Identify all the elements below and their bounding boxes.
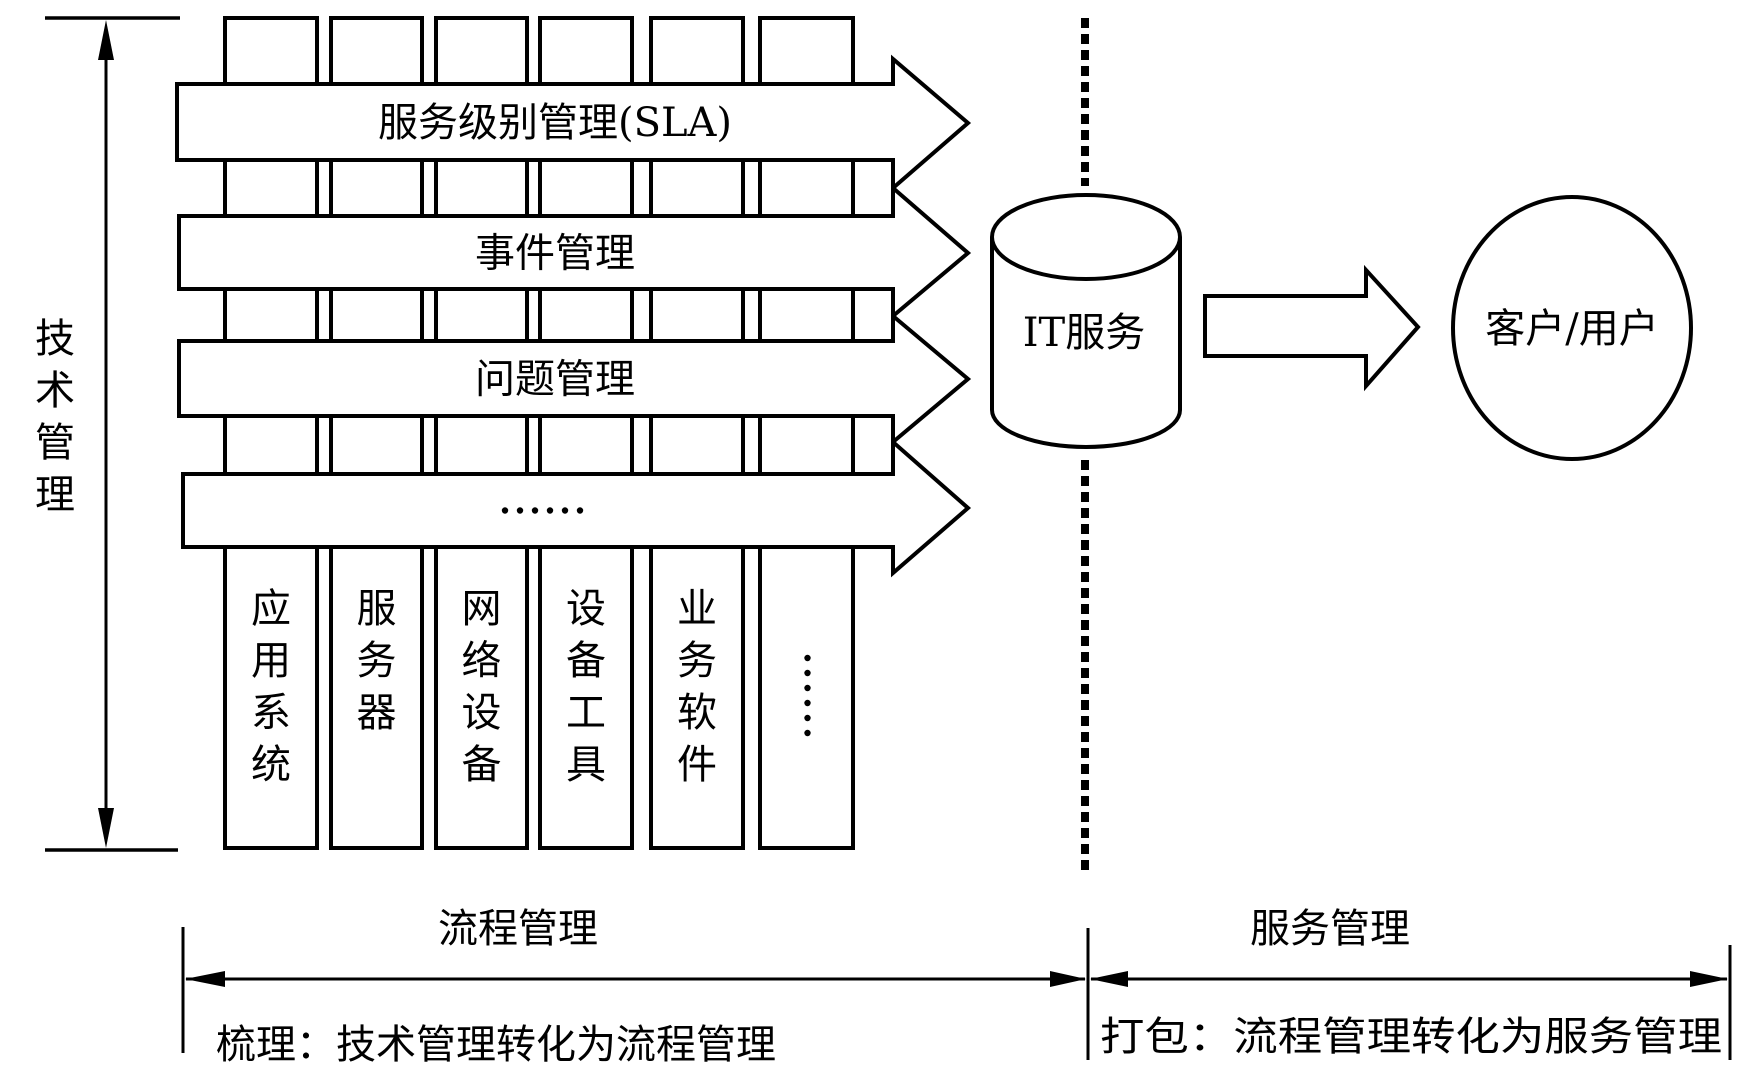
service-right-arrowhead	[1690, 971, 1728, 987]
customer-label: 客户/用户	[1485, 306, 1658, 352]
service-to-customer-arrow	[1203, 264, 1421, 392]
process-management-caption: 梳理：技术管理转化为流程管理	[216, 1022, 776, 1068]
process-arrow-1: 服务级别管理(SLA)	[175, 54, 972, 193]
ellipsis-dot	[804, 714, 811, 722]
ellipsis-dot	[576, 507, 584, 514]
column-label: 网络设备	[462, 586, 502, 788]
process-management-title: 流程管理	[438, 906, 598, 952]
arrow-shape	[181, 437, 972, 578]
arrow-label: 问题管理	[475, 357, 635, 403]
ellipsis-dot	[804, 684, 811, 692]
ellipsis-dot	[546, 507, 554, 514]
ellipsis-dot	[804, 699, 811, 707]
ellipsis-dot	[501, 507, 509, 514]
arrow-label: 事件管理	[475, 231, 635, 277]
column-label: 服务器	[357, 586, 397, 736]
ellipsis-dot	[561, 507, 569, 514]
process-left-arrowhead	[185, 971, 225, 987]
process-arrow-4	[181, 437, 972, 578]
section-brackets: 流程管理 梳理：技术管理转化为流程管理 服务管理 打包：流程管理转化为服务管理	[181, 906, 1732, 1068]
service-left-arrowhead	[1090, 971, 1128, 987]
axis-up-arrowhead	[98, 20, 114, 60]
tech-management-axis: 技术管理	[35, 16, 180, 852]
arrow-shape	[177, 311, 972, 447]
ellipsis-dot	[804, 654, 811, 662]
axis-down-arrowhead	[98, 808, 114, 848]
arrow-shape	[175, 54, 972, 193]
customer-node: 客户/用户	[1451, 195, 1693, 461]
arrow-shape	[177, 183, 972, 321]
process-arrow-3: 问题管理	[177, 311, 972, 447]
arrow-label: 服务级别管理(SLA)	[378, 100, 732, 146]
service-management-caption: 打包：流程管理转化为服务管理	[1100, 1014, 1722, 1060]
tech-management-label: 技术管理	[35, 316, 75, 518]
it-service-label: IT服务	[1023, 310, 1145, 356]
ellipsis-dot	[531, 507, 539, 514]
process-arrow-2: 事件管理	[177, 183, 972, 321]
column-label: 应用系统	[251, 586, 291, 788]
it-service-cylinder: IT服务	[990, 193, 1182, 449]
tech-label-char: 理	[35, 472, 75, 518]
tech-label-char: 技	[35, 316, 75, 362]
tech-label-char: 术	[35, 368, 75, 414]
ellipsis-dot	[516, 507, 524, 514]
process-right-arrowhead	[1050, 971, 1086, 987]
column-label: 设备工具	[566, 586, 606, 788]
column-label: 业务软件	[677, 586, 717, 788]
service-management-title: 服务管理	[1250, 906, 1410, 952]
tech-label-char: 管	[35, 420, 75, 466]
ellipsis-dot	[804, 729, 811, 737]
ellipsis-dot	[804, 669, 811, 677]
